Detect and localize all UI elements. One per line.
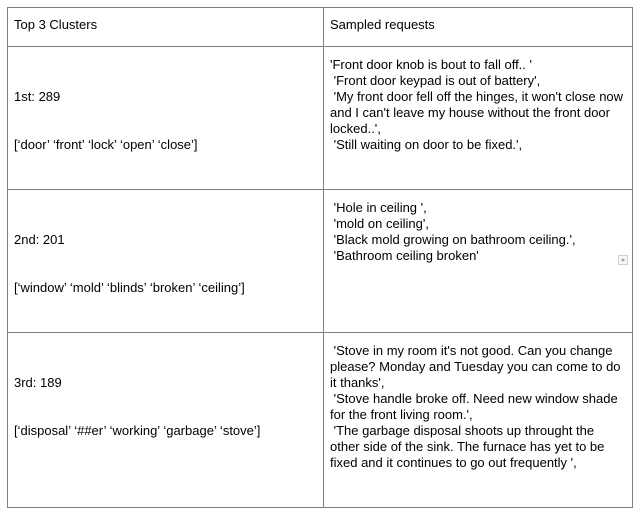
cluster-keywords: [‘disposal’ ‘##er’ ‘working’ ‘garbage’ ‘… bbox=[14, 423, 261, 438]
table-row: 2nd: 201 [‘window’ ‘mold’ ‘blinds’ ‘brok… bbox=[7, 189, 633, 333]
cluster-rank: 3rd: 189 bbox=[14, 375, 62, 390]
clusters-table-container: Top 3 Clusters Sampled requests 1st: 289… bbox=[7, 7, 633, 508]
table-header-row: Top 3 Clusters Sampled requests bbox=[7, 7, 633, 47]
sampled-requests-cell[interactable]: 'Hole in ceiling ', 'mold on ceiling', '… bbox=[323, 189, 633, 333]
sampled-requests-cell[interactable]: 'Front door knob is bout to fall off.. '… bbox=[323, 46, 633, 190]
sampled-requests-cell[interactable]: 'Stove in my room it's not good. Can you… bbox=[323, 332, 633, 508]
clusters-table: Top 3 Clusters Sampled requests 1st: 289… bbox=[7, 7, 633, 508]
cluster-cell[interactable]: 2nd: 201 [‘window’ ‘mold’ ‘blinds’ ‘brok… bbox=[7, 189, 324, 333]
header-sampled-requests[interactable]: Sampled requests bbox=[323, 7, 633, 47]
cluster-rank: 1st: 289 bbox=[14, 89, 61, 104]
table-row: 3rd: 189 [‘disposal’ ‘##er’ ‘working’ ‘g… bbox=[7, 332, 633, 508]
cluster-keywords: [‘door’ ‘front’ ‘lock’ ‘open’ ‘close’] bbox=[14, 137, 198, 152]
cluster-cell[interactable]: 3rd: 189 [‘disposal’ ‘##er’ ‘working’ ‘g… bbox=[7, 332, 324, 508]
header-top-clusters[interactable]: Top 3 Clusters bbox=[7, 7, 324, 47]
chevron-down-icon[interactable] bbox=[618, 255, 628, 265]
table-row: 1st: 289 [‘door’ ‘front’ ‘lock’ ‘open’ ‘… bbox=[7, 46, 633, 190]
cluster-rank: 2nd: 201 bbox=[14, 232, 65, 247]
cluster-cell[interactable]: 1st: 289 [‘door’ ‘front’ ‘lock’ ‘open’ ‘… bbox=[7, 46, 324, 190]
cluster-keywords: [‘window’ ‘mold’ ‘blinds’ ‘broken’ ‘ceil… bbox=[14, 280, 245, 295]
